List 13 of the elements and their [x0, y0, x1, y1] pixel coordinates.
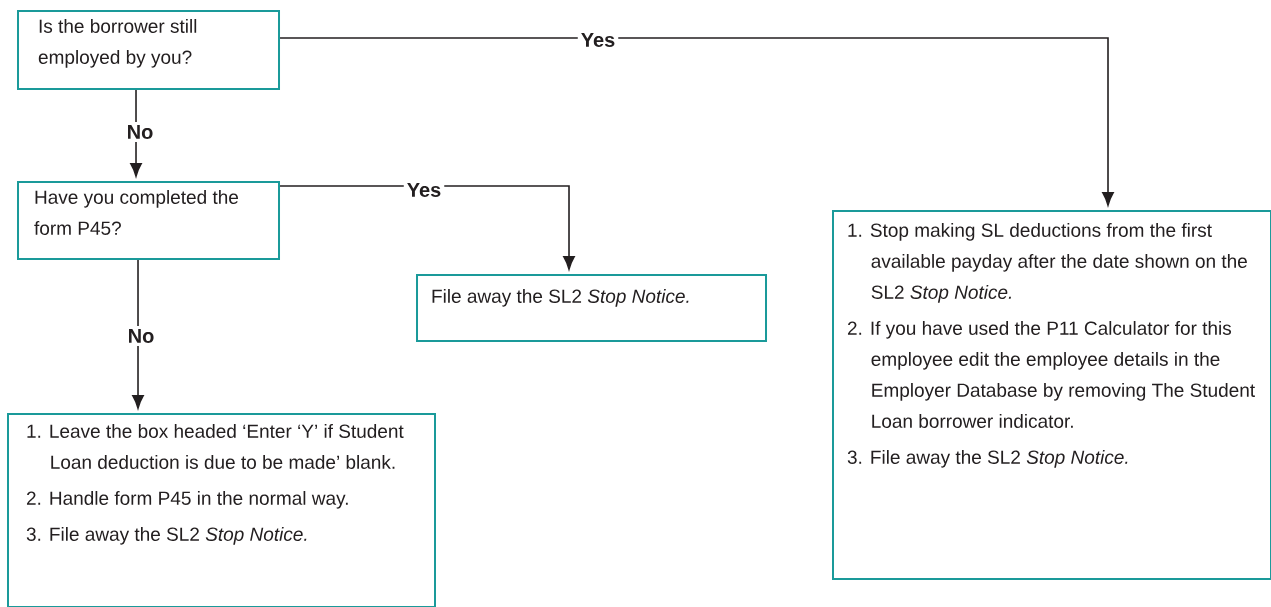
- arrow: [279, 37, 1114, 206]
- edge-label: Yes: [577, 30, 619, 50]
- step-box: 1. Stop making SL deductions from the first available payday after the date shown on the SL2 Stop Notice. 2. If you have used the P11 Calculator for this employee edit the employee details in the Employer Database by removing The Student Loan borrower indicator. 3. File away the SL2 Stop Notice.: [832, 210, 1271, 580]
- edge-label: No: [124, 326, 158, 346]
- decision-box: Have you completed the form P45?: [17, 181, 280, 260]
- decision-box: File away the SL2 Stop Notice.: [416, 274, 767, 342]
- step-box: 1. Leave the box headed ‘Enter ‘Y’ if Student Loan deduction is due to be made’ blank. 2. Handle form P45 in the normal way. 3. File away the SL2 Stop Notice.: [7, 413, 436, 607]
- edge-label: No: [123, 122, 157, 142]
- arrow: [130, 89, 142, 177]
- arrow: [132, 259, 144, 409]
- edge-label: Yes: [403, 180, 445, 200]
- decision-box: Is the borrower still employed by you?: [17, 10, 280, 90]
- arrow: [279, 185, 575, 270]
